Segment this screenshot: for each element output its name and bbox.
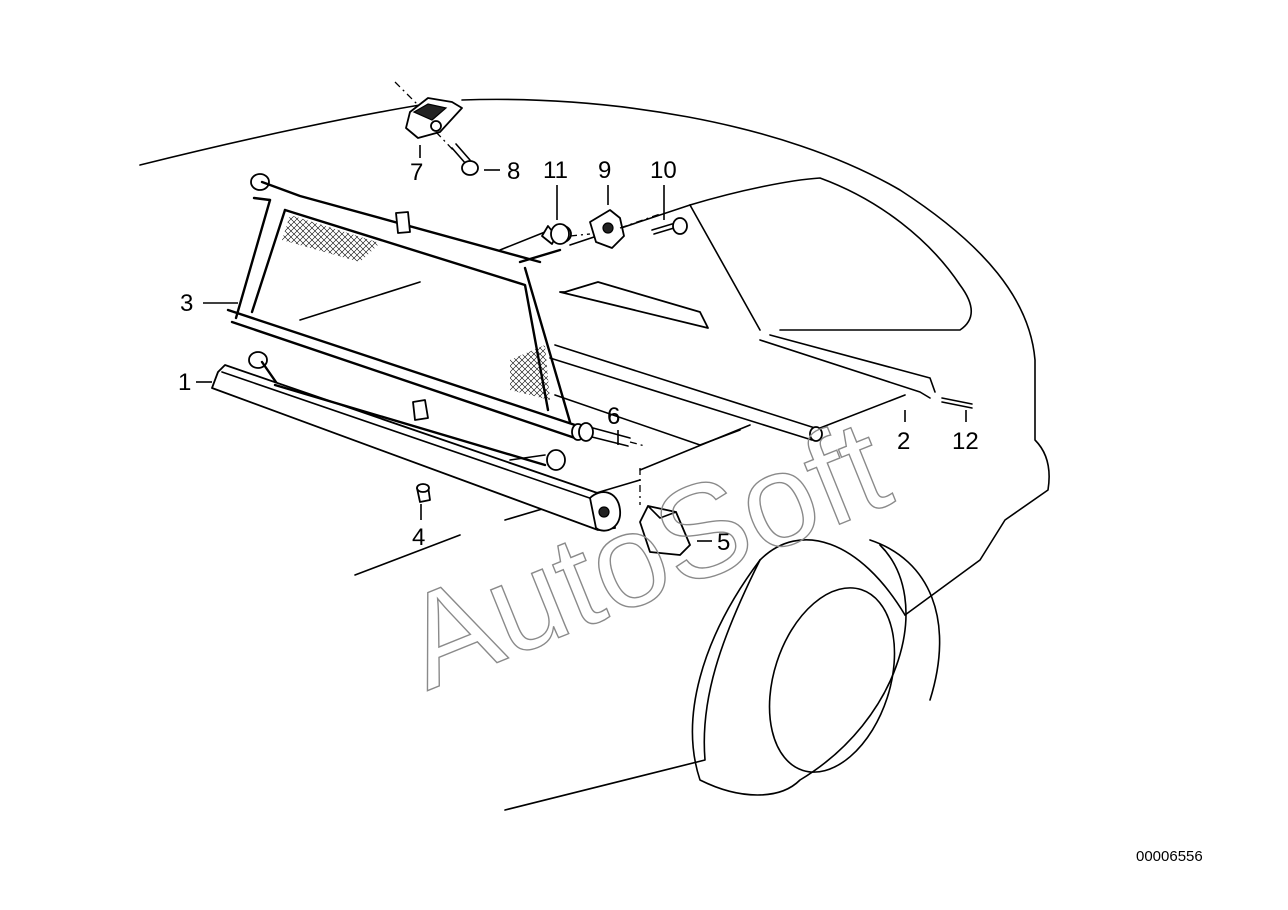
callout-1: 1 (178, 369, 191, 396)
clip (541, 223, 591, 245)
callout-7: 7 (410, 159, 423, 186)
callout-3: 3 (180, 290, 193, 317)
pin (941, 397, 973, 409)
plug (416, 483, 431, 503)
callout-4: 4 (412, 524, 425, 551)
holder (589, 209, 661, 249)
diagram-code: 00006556 (1136, 848, 1203, 865)
car-body-outline (139, 98, 1050, 811)
callout-11: 11 (543, 157, 568, 184)
callout-2: 2 (897, 428, 910, 455)
screw (451, 143, 479, 176)
side-rail-cover (549, 281, 936, 442)
callout-9: 9 (598, 157, 611, 184)
holder-screw (651, 217, 688, 235)
callout-8: 8 (507, 158, 520, 185)
bolt (578, 422, 646, 447)
callout-6: 6 (607, 403, 620, 430)
callout-5: 5 (717, 529, 730, 556)
callout-12: 12 (952, 428, 979, 455)
callout-10: 10 (650, 157, 677, 184)
end-cap (639, 468, 691, 556)
net-roller-housing (211, 351, 621, 532)
callout-leaders (196, 145, 967, 542)
mount-bracket (394, 81, 463, 153)
